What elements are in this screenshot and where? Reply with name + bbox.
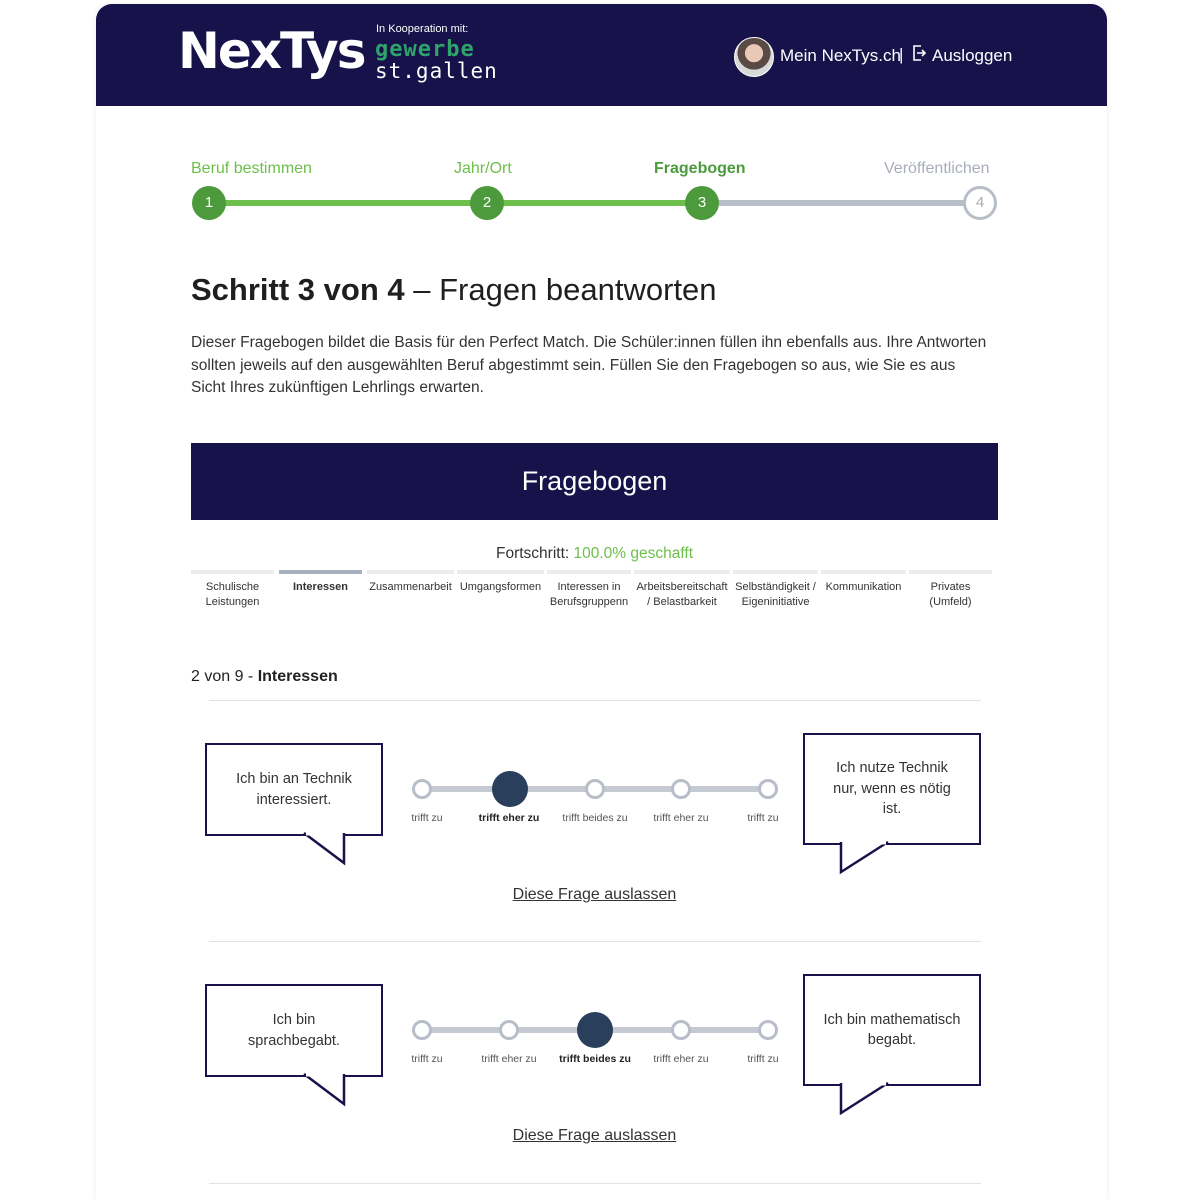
top-header: NexTys In Kooperation mit: gewerbe st.ga… — [96, 4, 1107, 106]
tab-kommunikation[interactable]: Kommunikation — [821, 570, 906, 620]
answer-option-3-selected[interactable] — [577, 1012, 613, 1048]
nextys-logo[interactable]: NexTys — [178, 22, 367, 80]
tab-selbstaendigkeit[interactable]: Selbständigkeit / Eigeninitiative — [733, 570, 818, 620]
intro-text: Dieser Fragebogen bildet die Basis für d… — [191, 334, 987, 396]
section-name: Interessen — [257, 668, 338, 685]
tab-zusammenarbeit[interactable]: Zusammenarbeit — [367, 570, 454, 620]
answer-option-2-selected[interactable] — [492, 771, 528, 807]
questionnaire-banner: Fragebogen — [191, 443, 998, 520]
progress-value: 100.0% geschafft — [573, 545, 694, 562]
page-title-rest: – Fragen beantworten — [404, 272, 717, 307]
page-title-step: Schritt 3 von 4 — [191, 272, 405, 307]
scale-label: trifft beides zu — [562, 812, 628, 824]
scale-label: trifft zu — [747, 1053, 779, 1065]
section-counter: 2 von 9 - — [191, 668, 258, 685]
stepper-line-2 — [487, 200, 702, 206]
step-dot-1[interactable]: 1 — [192, 186, 226, 220]
header-separator: | — [899, 45, 904, 64]
divider — [209, 941, 981, 942]
section-heading: 2 von 9 - Interessen — [191, 668, 338, 686]
divider — [209, 1183, 981, 1184]
scale-label: trifft zu — [747, 812, 779, 824]
progress-label: Fortschritt: — [495, 545, 574, 562]
scale-label: trifft eher zu — [481, 1053, 537, 1065]
step-label-2[interactable]: Jahr/Ort — [454, 160, 512, 177]
skip-question-link[interactable]: Diese Frage auslassen — [512, 1127, 677, 1144]
answer-option-1[interactable] — [412, 1020, 432, 1040]
answer-option-2[interactable] — [499, 1020, 519, 1040]
bubble-tail — [839, 840, 889, 875]
left-statement-bubble: Ich bin an Technik interessiert. — [205, 743, 383, 836]
scale-label: trifft zu — [411, 1053, 443, 1065]
bubble-tail — [303, 1073, 346, 1107]
tab-interessen[interactable]: Interessen — [279, 570, 362, 620]
my-account-link[interactable]: Mein NexTys.ch — [780, 46, 901, 65]
page-title: Schritt 3 von 4 – Fragen beantworten — [191, 272, 717, 308]
logout-icon[interactable] — [912, 45, 926, 61]
step-label-1[interactable]: Beruf bestimmen — [191, 160, 312, 177]
scale-label: trifft zu — [411, 812, 443, 824]
tab-schulische-leistungen[interactable]: Schulische Leistungen — [191, 570, 274, 620]
partner-logo-line2: st.gallen — [375, 59, 498, 83]
step-label-3: Fragebogen — [654, 160, 746, 177]
scale-label-selected: trifft beides zu — [559, 1053, 631, 1065]
scale-label: trifft eher zu — [653, 1053, 709, 1065]
divider — [209, 700, 981, 701]
answer-option-5[interactable] — [758, 779, 778, 799]
step-label-4: Veröffentlichen — [884, 160, 990, 177]
logout-link[interactable]: Ausloggen — [932, 46, 1013, 65]
tab-umgangsformen[interactable]: Umgangsformen — [457, 570, 544, 620]
tab-arbeitsbereitschaft[interactable]: Arbeitsbereitschaft / Belastbarkeit — [634, 570, 730, 620]
category-tabs: Schulische Leistungen Interessen Zusamme… — [191, 570, 998, 620]
tab-interessen-berufsgruppen[interactable]: Interessen in Berufsgruppenn — [547, 570, 631, 620]
user-avatar[interactable] — [734, 37, 774, 77]
step-dot-2[interactable]: 2 — [470, 186, 504, 220]
skip-question-link[interactable]: Diese Frage auslassen — [512, 886, 677, 903]
answer-option-1[interactable] — [412, 779, 432, 799]
right-statement-bubble: Ich nutze Technik nur, wenn es nötig ist… — [803, 733, 981, 845]
scale-label: trifft eher zu — [653, 812, 709, 824]
right-statement-bubble: Ich bin mathematisch begabt. — [803, 974, 981, 1086]
partner-logo-line1: gewerbe — [375, 37, 475, 62]
answer-option-3[interactable] — [585, 779, 605, 799]
stepper-line-3 — [702, 200, 980, 206]
app-window: NexTys In Kooperation mit: gewerbe st.ga… — [96, 4, 1107, 1200]
bubble-tail — [839, 1081, 889, 1116]
scale-label-selected: trifft eher zu — [478, 812, 540, 824]
bubble-tail — [303, 832, 346, 866]
left-statement-bubble: Ich bin sprachbegabt. — [205, 984, 383, 1077]
cooperation-label: In Kooperation mit: — [376, 23, 469, 35]
stepper-line-1 — [209, 200, 487, 206]
answer-option-4[interactable] — [671, 779, 691, 799]
step-dot-4: 4 — [963, 186, 997, 220]
step-dot-3: 3 — [685, 186, 719, 220]
answer-option-4[interactable] — [671, 1020, 691, 1040]
answer-option-5[interactable] — [758, 1020, 778, 1040]
progress-status: Fortschritt: 100.0% geschafft — [191, 545, 998, 563]
tab-privates[interactable]: Privates (Umfeld) — [909, 570, 992, 620]
